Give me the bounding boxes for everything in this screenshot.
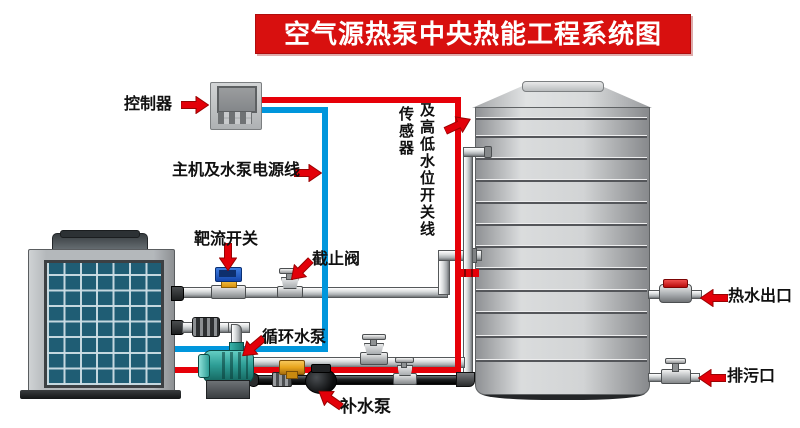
evaporator-coil-grille <box>44 260 164 388</box>
heat-pump-base <box>20 390 181 399</box>
arrow-down-icon <box>219 243 237 271</box>
tank-band <box>476 268 647 270</box>
tank-band <box>476 180 647 182</box>
tank-cone-top <box>472 86 652 108</box>
makeup-pump-body <box>305 368 337 394</box>
tank-band <box>476 336 647 338</box>
tank-band <box>476 246 647 248</box>
sensor-wire-vertical <box>455 97 461 373</box>
power-wire-vertical <box>322 107 328 352</box>
controller-buttons <box>218 112 252 124</box>
circulation-pump-label: 循环水泵 <box>262 329 327 346</box>
tank-band <box>476 136 647 138</box>
controller-label: 控制器 <box>124 96 173 113</box>
arrow-down-left-icon <box>285 254 318 287</box>
brass-valve-drip <box>286 371 298 379</box>
discharge-valve-handle <box>362 334 386 340</box>
arrow-left-icon <box>698 369 726 387</box>
hot-water-valve-handle <box>663 279 688 288</box>
tank-band <box>476 158 647 160</box>
makeup-pump-top <box>311 364 331 373</box>
heat-pump-port-top <box>171 286 184 301</box>
drain-valve-handle <box>665 358 686 364</box>
tank-band <box>476 312 647 314</box>
water-tank <box>475 107 650 395</box>
tank-band <box>476 360 647 362</box>
level-switch-tank-stub <box>458 269 479 277</box>
power-wire-horizontal <box>258 107 328 113</box>
makeup-valve-handle <box>395 357 414 363</box>
tank-band <box>476 290 647 292</box>
sensor-wire-horizontal <box>258 97 461 103</box>
hot-water-outlet-label: 热水出口 <box>728 288 793 305</box>
sensor-line-label-col1: 传感器 <box>397 106 414 157</box>
makeup-pump-label: 补水泵 <box>340 397 391 416</box>
arrow-down-left-icon <box>236 331 269 363</box>
flow-switch-screen <box>219 270 236 277</box>
tank-band <box>476 118 647 120</box>
makeup-pipe-elbow <box>456 372 475 387</box>
makeup-stub-nozzle <box>484 146 492 158</box>
fan-shroud-rim <box>60 230 140 238</box>
power-line-label: 主机及水泵电源线 <box>172 162 301 179</box>
arrow-left-icon <box>700 289 728 307</box>
drain-outlet-label: 排污口 <box>727 368 776 385</box>
tank-band <box>476 224 647 226</box>
tank-cap <box>522 81 604 92</box>
arrow-up-left-icon <box>313 384 346 415</box>
tank-band <box>476 202 647 204</box>
arrow-right-icon <box>294 164 322 182</box>
controller-screen <box>217 86 257 113</box>
pipe-coupling <box>192 317 220 337</box>
stub-tick <box>464 269 466 277</box>
pump-front-cap <box>198 354 210 378</box>
arrow-right-icon <box>181 96 209 114</box>
stub-tick <box>471 269 473 277</box>
title-banner: 空气源热泵中央热能工程系统图 <box>255 14 691 54</box>
pump-fins <box>222 352 248 379</box>
makeup-water-riser <box>463 150 473 384</box>
target-flow-switch-label: 靶流开关 <box>194 231 259 248</box>
arrow-up-right-icon <box>442 111 475 139</box>
pump-base-block <box>206 380 250 399</box>
sensor-line-label-col2: 及高低水位开关线 <box>418 102 435 238</box>
stop-valve-label: 截止阀 <box>312 251 361 268</box>
